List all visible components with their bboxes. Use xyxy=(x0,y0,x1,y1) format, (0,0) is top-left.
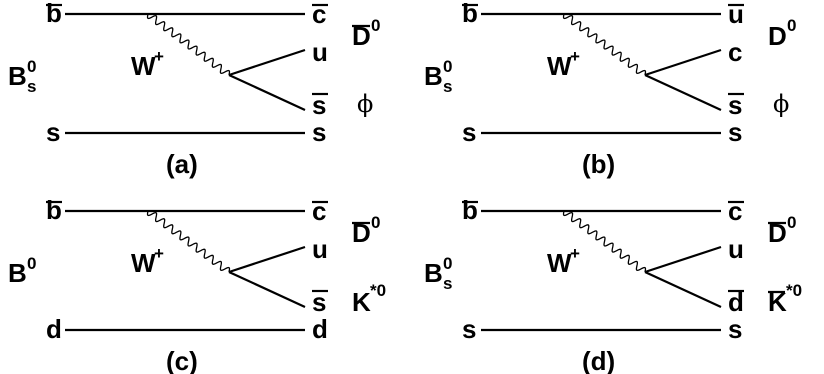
initial-meson-subscript: s xyxy=(443,77,452,96)
quark-label-bottom-right: s xyxy=(728,314,742,344)
diagram-caption: (d) xyxy=(582,346,615,374)
w-boson-charge: + xyxy=(570,47,580,66)
product-meson-upper: D xyxy=(768,218,787,248)
product-meson-upper-superscript: 0 xyxy=(371,213,380,232)
lower-quark-line xyxy=(228,74,306,111)
product-meson-lower: ϕ xyxy=(773,90,789,118)
product-meson-lower-superscript: *0 xyxy=(786,281,802,300)
product-meson-upper: D xyxy=(352,21,371,51)
quark-label-bottom-right: s xyxy=(728,117,742,147)
quark-label-top-left: b xyxy=(462,0,478,28)
quark-label-lower-mid: d xyxy=(728,287,744,317)
initial-meson-label: B xyxy=(424,258,443,288)
lower-quark-line xyxy=(228,271,306,308)
diagram-caption: (a) xyxy=(166,149,198,179)
w-boson-charge: + xyxy=(154,244,164,263)
quark-label-top-left: b xyxy=(462,195,478,225)
w-boson-propagator xyxy=(146,210,231,273)
quark-label-lower-mid: s xyxy=(312,90,326,120)
w-boson-charge: + xyxy=(570,244,580,263)
upper-quark-line xyxy=(228,245,306,274)
quark-label-bottom-left: s xyxy=(462,314,476,344)
w-boson-propagator xyxy=(562,13,647,76)
initial-meson-superscript: 0 xyxy=(27,57,36,76)
quark-label-top-right: c xyxy=(728,196,742,226)
w-boson-propagator xyxy=(562,210,647,273)
product-meson-lower: K xyxy=(768,287,787,317)
quark-label-top-left: b xyxy=(46,195,62,225)
product-meson-upper-superscript: 0 xyxy=(787,213,796,232)
quark-label-lower-mid: s xyxy=(312,287,326,317)
w-boson-label: W xyxy=(131,51,156,81)
product-meson-upper: D xyxy=(352,218,371,248)
w-boson-label: W xyxy=(547,51,572,81)
initial-meson-label: B xyxy=(424,61,443,91)
product-meson-lower-superscript: *0 xyxy=(370,281,386,300)
quark-label-bottom-left: s xyxy=(46,117,60,147)
w-boson-label: W xyxy=(547,248,572,278)
quark-label-upper-mid: c xyxy=(728,37,742,67)
upper-quark-line xyxy=(228,48,306,77)
diagram-caption: (c) xyxy=(166,346,198,374)
upper-quark-line xyxy=(644,245,722,274)
w-boson-charge: + xyxy=(154,47,164,66)
w-boson-propagator xyxy=(146,13,231,76)
initial-meson-subscript: s xyxy=(27,77,36,96)
diagram-caption: (b) xyxy=(582,149,615,179)
quark-label-upper-mid: u xyxy=(312,234,328,264)
initial-meson-superscript: 0 xyxy=(27,254,36,273)
quark-label-bottom-right: s xyxy=(312,117,326,147)
initial-meson-label: B xyxy=(8,258,27,288)
upper-quark-line xyxy=(644,48,722,77)
initial-meson-label: B xyxy=(8,61,27,91)
product-meson-upper-superscript: 0 xyxy=(371,16,380,35)
initial-meson-superscript: 0 xyxy=(443,254,452,273)
quark-label-bottom-right: d xyxy=(312,314,328,344)
quark-label-upper-mid: u xyxy=(312,37,328,67)
quark-label-top-right: c xyxy=(312,0,326,29)
initial-meson-subscript: s xyxy=(443,274,452,293)
quark-label-bottom-left: s xyxy=(462,117,476,147)
product-meson-upper: D xyxy=(768,21,787,51)
quark-label-top-right: u xyxy=(728,0,744,29)
product-meson-lower: K xyxy=(352,287,371,317)
quark-label-upper-mid: u xyxy=(728,234,744,264)
quark-label-lower-mid: s xyxy=(728,90,742,120)
w-boson-label: W xyxy=(131,248,156,278)
quark-label-top-right: c xyxy=(312,196,326,226)
product-meson-lower: ϕ xyxy=(357,90,373,118)
lower-quark-line xyxy=(644,74,722,111)
quark-label-bottom-left: d xyxy=(46,314,62,344)
lower-quark-line xyxy=(644,271,722,308)
product-meson-upper-superscript: 0 xyxy=(787,16,796,35)
initial-meson-superscript: 0 xyxy=(443,57,452,76)
quark-label-top-left: b xyxy=(46,0,62,28)
